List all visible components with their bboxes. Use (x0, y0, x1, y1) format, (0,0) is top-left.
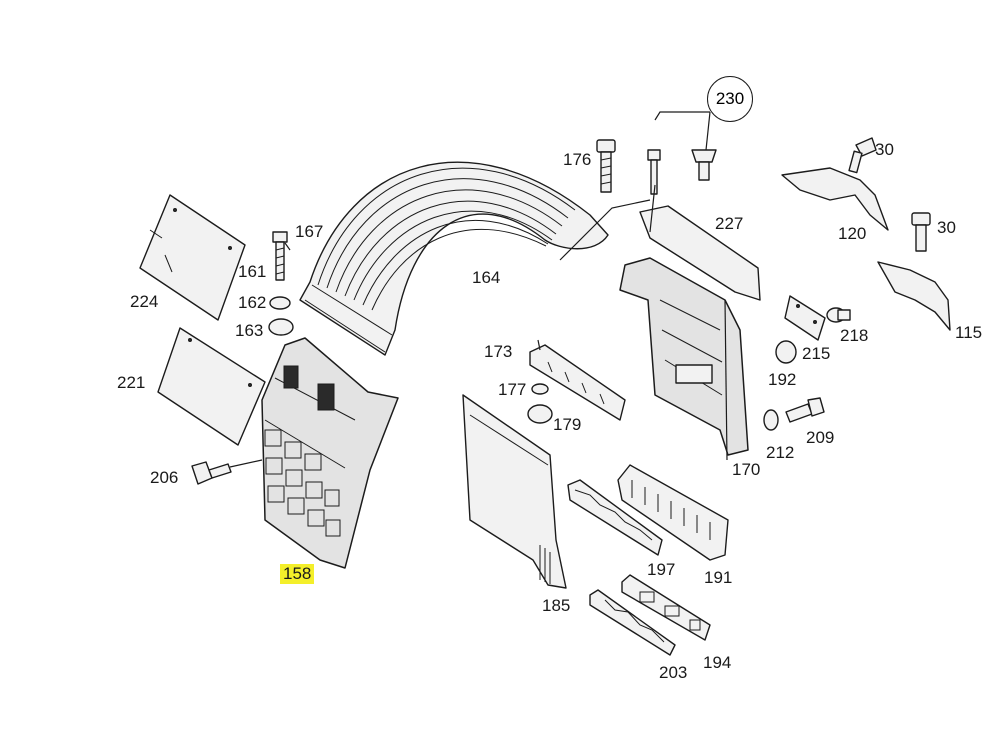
label-163[interactable]: 163 (235, 321, 264, 340)
part-176-bolt (596, 139, 616, 193)
label-115[interactable]: 115 (955, 323, 983, 342)
label-176[interactable]: 176 (563, 150, 592, 169)
part-173-strip (529, 344, 626, 421)
part-115-clip (877, 212, 951, 331)
part-191-brush (617, 464, 729, 561)
label-192[interactable]: 192 (768, 370, 797, 389)
label-173[interactable]: 173 (484, 342, 513, 361)
label-158-highlighted[interactable]: 158 (280, 564, 315, 584)
part-221-panel (157, 327, 266, 446)
part-162-washer (269, 296, 291, 310)
part-215-plate (784, 295, 826, 341)
label-221[interactable]: 221 (117, 373, 146, 392)
label-30-upper[interactable]: 30 (875, 140, 894, 159)
part-158-mudguard-section (261, 337, 399, 569)
callout-230[interactable]: 230 (707, 76, 753, 122)
part-179-clip (527, 404, 553, 424)
part-161-bolt (272, 231, 288, 281)
part-206-bolt (191, 461, 232, 485)
label-203[interactable]: 203 (659, 663, 688, 682)
label-120[interactable]: 120 (838, 224, 867, 243)
label-224[interactable]: 224 (130, 292, 159, 311)
label-227[interactable]: 227 (715, 214, 744, 233)
part-224-panel (139, 194, 246, 321)
part-212-washer (763, 409, 779, 431)
leader-lines (229, 184, 728, 468)
label-177[interactable]: 177 (498, 380, 527, 399)
part-120-clip (781, 137, 889, 231)
part-192-cap (775, 340, 797, 364)
part-164-fender (299, 161, 609, 356)
part-170-support (619, 257, 749, 456)
label-215[interactable]: 215 (802, 344, 831, 363)
label-212[interactable]: 212 (766, 443, 795, 462)
part-163-spacer (268, 318, 294, 336)
label-170[interactable]: 170 (732, 460, 761, 479)
part-209-bolt (785, 397, 825, 423)
label-185[interactable]: 185 (542, 596, 571, 615)
label-206[interactable]: 206 (150, 468, 179, 487)
label-194[interactable]: 194 (703, 653, 732, 672)
part-230-hardware (647, 111, 717, 195)
label-164[interactable]: 164 (472, 268, 501, 287)
part-177-washer (531, 383, 549, 395)
part-218-pin (826, 307, 851, 323)
label-197[interactable]: 197 (647, 560, 676, 579)
part-203-strip (589, 589, 676, 656)
label-167[interactable]: 167 (295, 222, 324, 241)
label-161[interactable]: 161 (238, 262, 267, 281)
part-197-strip (567, 479, 663, 556)
label-209[interactable]: 209 (806, 428, 835, 447)
part-194-strip (621, 574, 711, 641)
label-191[interactable]: 191 (704, 568, 733, 587)
part-185-mudflap (462, 394, 567, 589)
label-218[interactable]: 218 (840, 326, 869, 345)
label-30-lower[interactable]: 30 (937, 218, 956, 237)
label-162[interactable]: 162 (238, 293, 267, 312)
label-179[interactable]: 179 (553, 415, 582, 434)
part-227-bracket (639, 205, 761, 301)
